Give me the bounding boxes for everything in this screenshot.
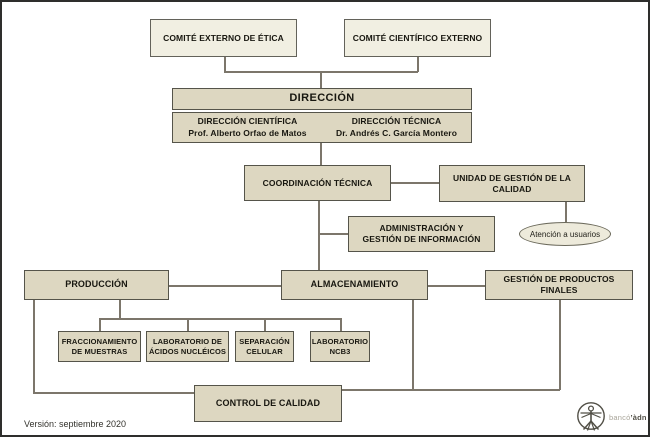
node-produccion: PRODUCCIÓN — [24, 270, 169, 300]
connector-line — [428, 285, 485, 287]
connector-line — [340, 318, 342, 331]
connector-line — [224, 57, 226, 72]
connector-line — [169, 285, 281, 287]
connector-line — [565, 202, 567, 222]
connector-line — [318, 233, 348, 235]
direccion-tecnica-name: Dr. Andrés C. García Montero — [335, 127, 458, 138]
connector-line — [412, 300, 414, 390]
node-almacenamiento: ALMACENAMIENTO — [281, 270, 428, 300]
node-administracion-gestion-informacion: ADMINISTRACIÓN Y GESTIÓN DE INFORMACIÓN — [348, 216, 495, 252]
connector-line — [264, 318, 266, 331]
connector-line — [99, 318, 341, 320]
connector-line — [33, 300, 35, 393]
node-comite-cientifico-externo: COMITÉ CIENTÍFICO EXTERNO — [344, 19, 491, 57]
node-atencion-usuarios: Atención a usuarios — [519, 222, 611, 246]
node-laboratorio-acidos-nucleicos: LABORATORIO DE ÁCIDOS NUCLÉICOS — [146, 331, 229, 362]
direccion-cientifica-title: DIRECCIÓN CIENTÍFICA — [197, 116, 298, 127]
node-separacion-celular: SEPARACIÓN CELULAR — [235, 331, 294, 362]
logo-text-light: bancó — [609, 412, 631, 422]
connector-line — [391, 182, 439, 184]
logo-text-bold: ’àdn — [630, 412, 647, 422]
node-direccion: DIRECCIÓN — [172, 88, 472, 110]
connector-line — [99, 318, 101, 331]
node-gestion-productos-finales: GESTIÓN DE PRODUCTOS FINALES — [485, 270, 633, 300]
connector-line — [320, 143, 322, 165]
connector-line — [559, 300, 561, 390]
node-coordinacion-tecnica: COORDINACIÓN TÉCNICA — [244, 165, 391, 201]
logo-text: bancó’àdn — [609, 413, 647, 422]
node-control-calidad: CONTROL DE CALIDAD — [194, 385, 342, 422]
banco-adn-logo: bancó’àdn — [576, 401, 647, 433]
node-fraccionamiento-muestras: FRACCIONAMIENTO DE MUESTRAS — [58, 331, 141, 362]
connector-line — [33, 392, 194, 394]
vitruvian-man-icon — [577, 402, 605, 431]
node-unidad-gestion-calidad: UNIDAD DE GESTIÓN DE LA CALIDAD — [439, 165, 585, 202]
connector-line — [318, 201, 320, 270]
connector-line — [417, 57, 419, 72]
connector-line — [342, 389, 560, 391]
node-laboratorio-ncb3: LABORATORIO NCB3 — [310, 331, 370, 362]
connector-line — [119, 300, 121, 319]
direccion-tecnica-title: DIRECCIÓN TÉCNICA — [351, 116, 442, 127]
direccion-cientifica-name: Prof. Alberto Orfao de Matos — [188, 127, 307, 138]
connector-line — [187, 318, 189, 331]
node-comite-externo-etica: COMITÉ EXTERNO DE ÉTICA — [150, 19, 297, 57]
connector-line — [320, 71, 322, 88]
version-label: Versión: septiembre 2020 — [24, 419, 127, 429]
